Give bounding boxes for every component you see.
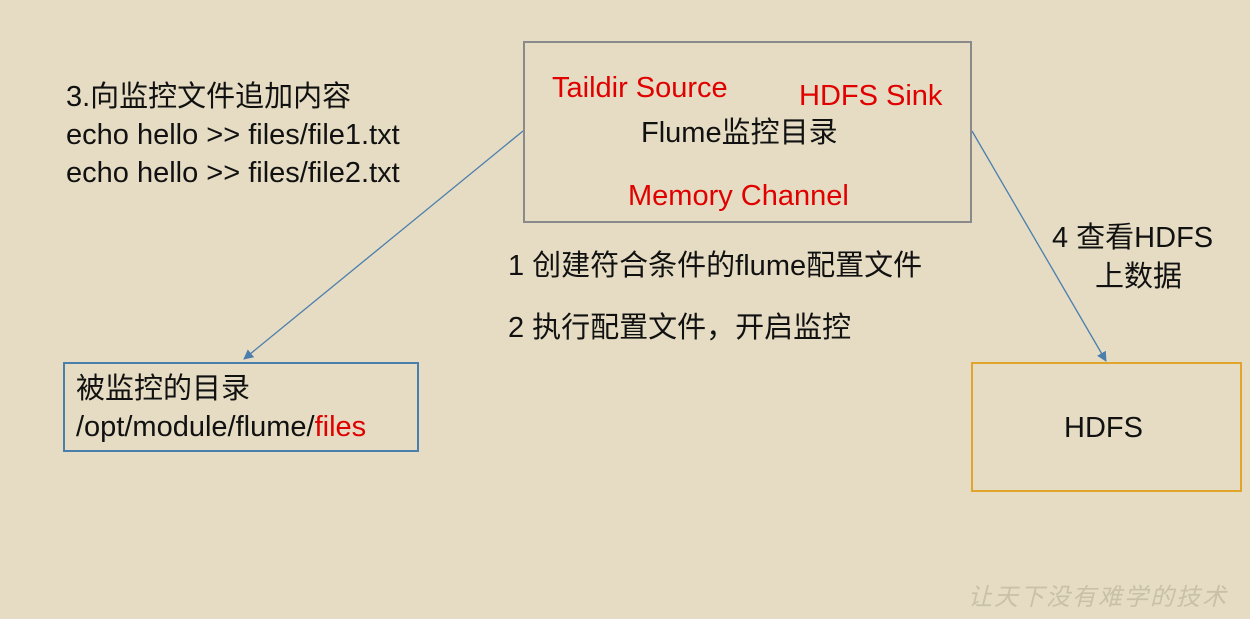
step2-text: 2 执行配置文件，开启监控 xyxy=(508,312,852,344)
path-highlight-files: files xyxy=(314,411,367,443)
step3-command-1: echo hello >> files/file1.txt xyxy=(66,119,400,151)
path-prefix: /opt/module/flume/ xyxy=(76,411,315,443)
monitored-directory-path: /opt/module/flume/files xyxy=(76,408,366,447)
arrow-flume-to-dir xyxy=(243,130,524,360)
hdfs-box xyxy=(971,362,1242,492)
step4-line1: 4 查看HDFS xyxy=(1052,222,1214,254)
memory-channel-label: Memory Channel xyxy=(628,180,849,212)
step1-text: 1 创建符合条件的flume配置文件 xyxy=(508,250,923,282)
hdfs-label: HDFS xyxy=(1064,412,1143,444)
monitored-directory-box xyxy=(63,362,419,452)
monitored-directory-title: 被监控的目录 xyxy=(76,373,251,405)
flume-monitor-title: Flume监控目录 xyxy=(641,117,838,149)
step4-line2: 上数据 xyxy=(1095,261,1183,293)
watermark: 让天下没有难学的技术 xyxy=(968,583,1228,611)
step3-command-2: echo hello >> files/file2.txt xyxy=(66,157,400,189)
hdfs-sink-label: HDFS Sink xyxy=(799,80,943,112)
taildir-source-label: Taildir Source xyxy=(552,72,728,104)
arrow-flume-to-hdfs xyxy=(971,130,1107,362)
flume-monitor-box xyxy=(523,41,972,223)
step3-title: 3.向监控文件追加内容 xyxy=(66,81,352,113)
